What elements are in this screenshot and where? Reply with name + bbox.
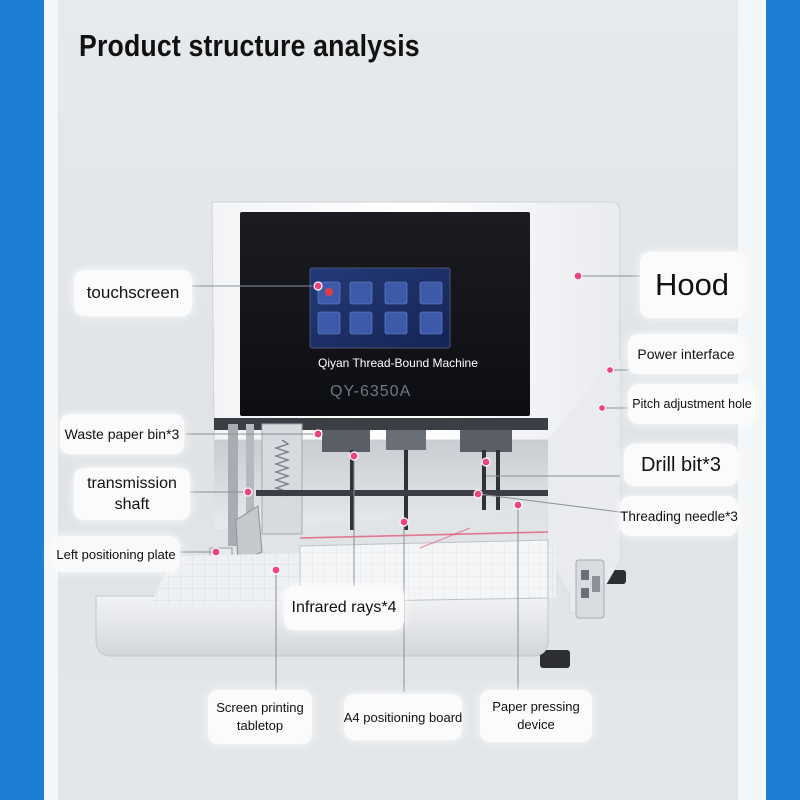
page-title: Product structure analysis bbox=[79, 28, 420, 63]
left-light-strip bbox=[44, 0, 58, 800]
label-touchscreen: touchscreen bbox=[74, 270, 192, 316]
leader-lines bbox=[180, 275, 640, 692]
label-infrared-rays: Infrared rays*4 bbox=[284, 586, 404, 630]
label-pitch-adjustment-hole: Pitch adjustment hole bbox=[628, 384, 756, 424]
leader-dots bbox=[211, 271, 615, 575]
label-threading-needle: Threading needle*3 bbox=[620, 496, 738, 536]
right-blue-border bbox=[766, 0, 800, 800]
label-hood: Hood bbox=[640, 252, 744, 318]
label-power-interface: Power interface bbox=[628, 334, 744, 374]
label-screen-printing-tabletop: Screen printing tabletop bbox=[208, 690, 312, 744]
label-left-positioning-plate: Left positioning plate bbox=[52, 536, 180, 572]
label-paper-pressing-device: Paper pressing device bbox=[480, 690, 592, 742]
label-a4-positioning-board: A4 positioning board bbox=[344, 694, 462, 740]
label-waste-paper-bin: Waste paper bin*3 bbox=[60, 414, 184, 454]
model-number: QY-6350A bbox=[330, 383, 412, 400]
screen-caption: Qiyan Thread-Bound Machine bbox=[318, 356, 478, 370]
touchscreen-display bbox=[309, 267, 451, 349]
label-drill-bit: Drill bit*3 bbox=[624, 444, 738, 486]
working-cavity bbox=[209, 418, 548, 563]
label-transmission-shaft: transmission shaft bbox=[74, 468, 190, 520]
